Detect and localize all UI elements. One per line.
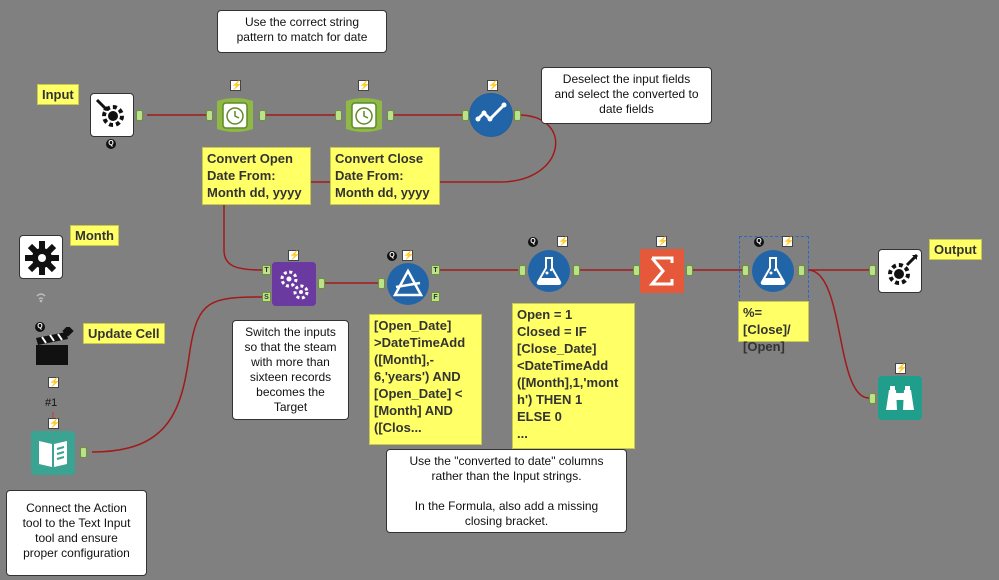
input-label: Input — [37, 84, 79, 105]
clock-icon — [346, 98, 382, 132]
bolt-badge: ⚡ — [48, 418, 61, 429]
bolt-badge: ⚡ — [230, 80, 243, 91]
clapperboard-icon — [36, 327, 74, 365]
flask-icon — [752, 250, 794, 292]
q-badge: Q — [754, 237, 764, 247]
bolt-badge: ⚡ — [782, 236, 795, 247]
month-control-param-tool[interactable] — [19, 235, 63, 279]
filter-input-anchor[interactable] — [378, 278, 385, 289]
gear-icon — [25, 241, 59, 275]
gears-icon — [272, 262, 316, 306]
open-output-anchor[interactable] — [259, 110, 266, 121]
book-icon — [31, 431, 75, 475]
wire-text-to-source — [91, 296, 264, 453]
input-macro-tool[interactable] — [90, 93, 134, 137]
bolt-badge: ⚡ — [656, 236, 669, 247]
macro-output-tool[interactable] — [878, 249, 922, 293]
filter-true-anchor[interactable]: T — [431, 265, 440, 275]
action-tool[interactable] — [31, 327, 75, 371]
convert-open-annotation: Convert Open Date From: Month dd, yyyy — [202, 147, 311, 205]
wireless-signal-icon — [34, 290, 48, 304]
formula1-tool[interactable] — [527, 249, 571, 293]
bolt-badge: ⚡ — [48, 377, 61, 388]
output-input-anchor[interactable] — [869, 265, 876, 276]
wire-formula2-to-browse — [807, 269, 870, 399]
filter-tool[interactable] — [386, 262, 430, 306]
bolt-badge: ⚡ — [557, 236, 570, 247]
month-label: Month — [70, 225, 119, 246]
formula1-expression-annotation: Open = 1 Closed = IF [Close_Date] <DateT… — [512, 303, 635, 449]
close-input-anchor[interactable] — [335, 110, 342, 121]
flask-icon — [528, 250, 570, 292]
formula2-expression-annotation: %=[Close]/ [Open] — [738, 301, 809, 354]
formula2-input-anchor[interactable] — [742, 265, 749, 276]
connect-action-note: Connect the Action tool to the Text Inpu… — [6, 490, 147, 576]
filter-false-anchor[interactable]: F — [431, 292, 440, 302]
switch-inputs-note: Switch the inputs so that the steam with… — [232, 320, 349, 420]
sigma-icon — [640, 249, 684, 293]
summarize-output-anchor[interactable] — [686, 265, 693, 276]
append-output-anchor[interactable] — [318, 278, 325, 289]
close-output-anchor[interactable] — [387, 110, 394, 121]
browse-input-anchor[interactable] — [869, 393, 876, 404]
converted-columns-note: Use the "converted to date" columns rath… — [386, 449, 627, 533]
append-fields-tool[interactable] — [272, 262, 316, 306]
browse-tool[interactable] — [878, 376, 922, 420]
select-input-anchor[interactable] — [462, 110, 469, 121]
target-input-anchor[interactable]: T — [262, 265, 271, 275]
deselect-fields-note: Deselect the input fields and select the… — [541, 67, 712, 124]
open-input-anchor[interactable] — [206, 110, 213, 121]
convert-close-annotation: Convert Close Date From: Month dd, yyyy — [330, 147, 440, 205]
select-output-anchor[interactable] — [514, 110, 521, 121]
q-badge: Q — [35, 322, 45, 332]
filter-expression-annotation: [Open_Date] >DateTimeAdd ([Month],- 6,'y… — [369, 314, 482, 445]
datetime-close-tool[interactable] — [342, 93, 386, 137]
summarize-tool[interactable] — [640, 249, 684, 293]
macro-input-icon — [95, 98, 124, 127]
macro-output-icon — [888, 253, 919, 285]
binoculars-icon — [878, 376, 922, 420]
bolt-badge: ⚡ — [895, 363, 908, 374]
formula1-output-anchor[interactable] — [573, 265, 580, 276]
formula2-tool[interactable] — [751, 249, 795, 293]
text-input-tool[interactable] — [31, 431, 75, 475]
select-tool[interactable] — [469, 93, 513, 137]
summarize-input-anchor[interactable] — [633, 265, 640, 276]
bolt-badge: ⚡ — [288, 250, 301, 261]
q-badge: Q — [387, 251, 397, 261]
q-badge: Q — [106, 139, 116, 149]
action-counter: #1 — [45, 397, 58, 409]
clock-icon — [217, 98, 253, 132]
source-input-anchor[interactable]: S — [262, 292, 271, 302]
formula1-input-anchor[interactable] — [519, 265, 526, 276]
formula2-output-anchor[interactable] — [798, 265, 805, 276]
output-label: Output — [929, 239, 982, 260]
datetime-open-tool[interactable] — [213, 93, 257, 137]
checkmark-icon — [470, 94, 512, 136]
q-badge: Q — [528, 237, 538, 247]
update-cell-label: Update Cell — [83, 323, 165, 344]
bolt-badge: ⚡ — [487, 80, 500, 91]
triangle-filter-icon — [387, 263, 429, 305]
input-tool-output-anchor[interactable] — [136, 110, 143, 121]
bolt-badge: ⚡ — [358, 80, 371, 91]
string-pattern-note: Use the correct string pattern to match … — [217, 10, 387, 53]
text-input-output-anchor[interactable] — [80, 447, 87, 458]
bolt-badge: ⚡ — [402, 250, 415, 261]
